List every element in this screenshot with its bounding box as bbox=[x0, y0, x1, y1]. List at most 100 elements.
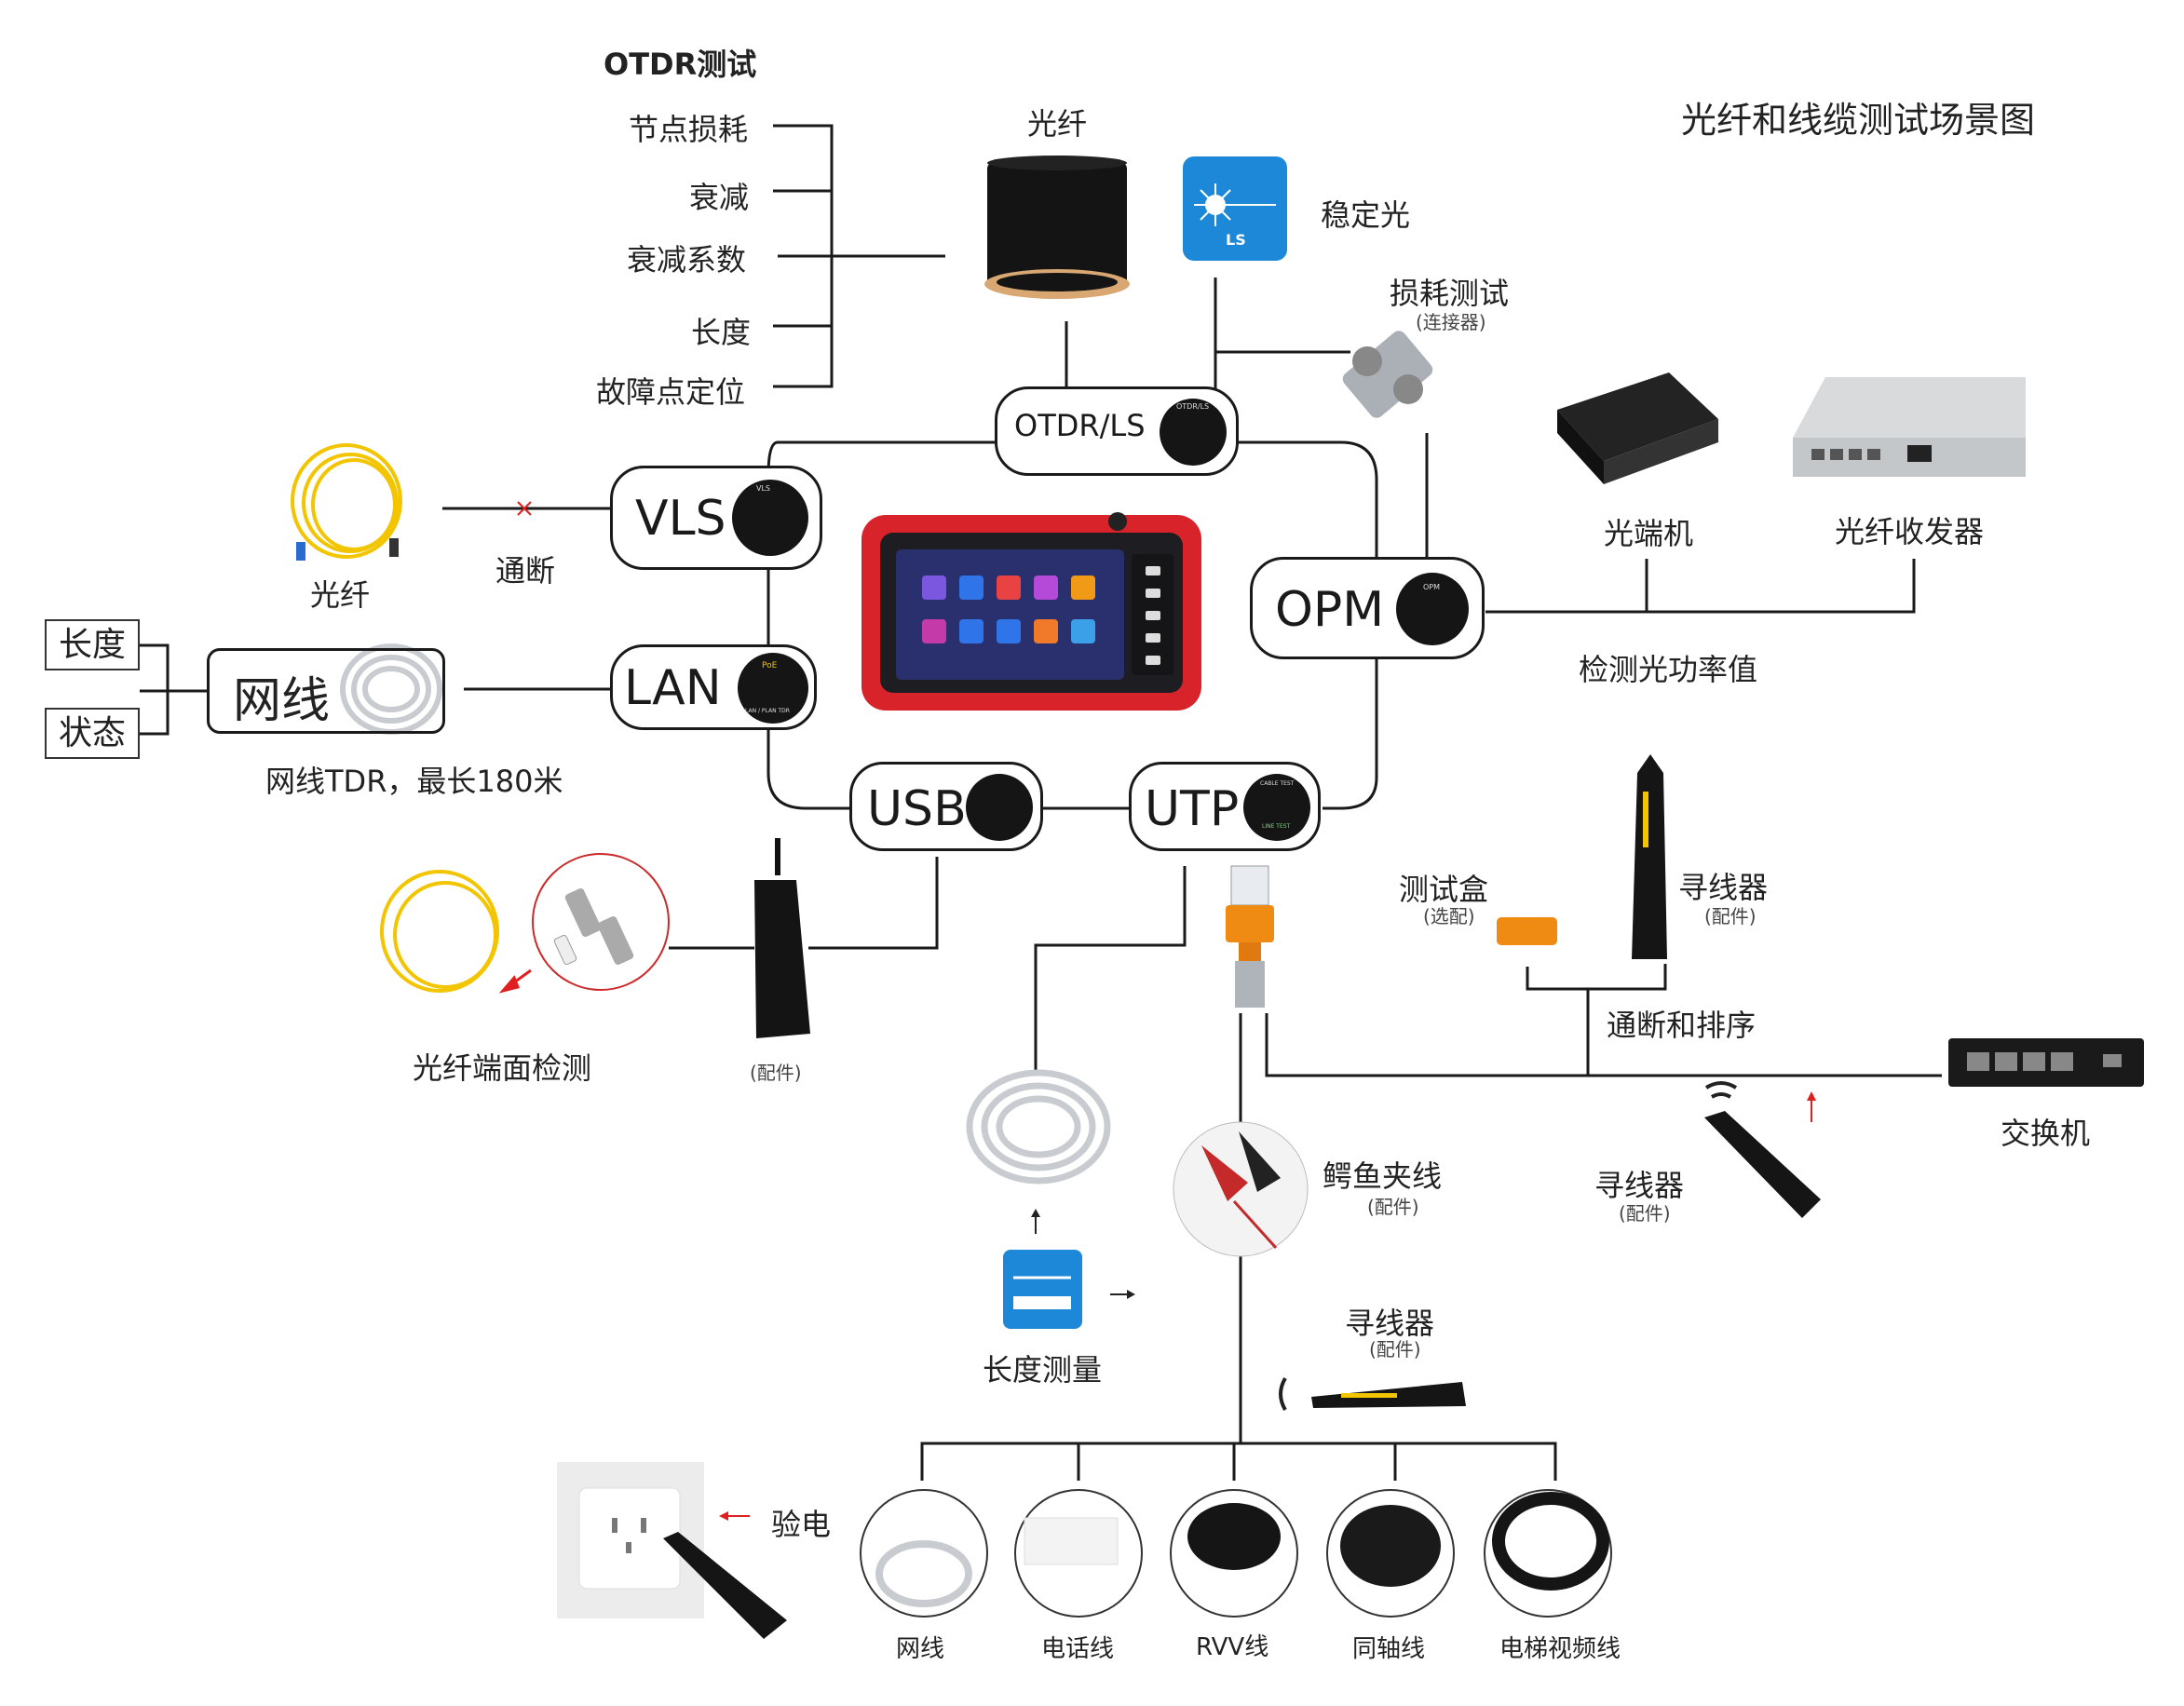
otdr-item-attenuation-coeff: 衰减系数 bbox=[627, 242, 747, 278]
otdr-ls-connector-icon bbox=[1160, 399, 1227, 466]
vls-fiber-label: 光纤 bbox=[310, 577, 371, 613]
tracer-top-sub: (配件) bbox=[1704, 905, 1757, 927]
alligator-label: 鳄鱼夹线 bbox=[1323, 1158, 1443, 1194]
light-source-label: 稳定光 bbox=[1321, 197, 1411, 233]
port-vls-label: VLS bbox=[635, 491, 726, 547]
fiber-spool-label: 光纤 bbox=[1027, 106, 1088, 142]
loss-test-label: 损耗测试 bbox=[1390, 276, 1510, 311]
red-up-arrow-icon bbox=[1807, 1091, 1816, 1122]
port-utp-label: UTP bbox=[1145, 781, 1240, 837]
up-arrow-icon bbox=[1031, 1209, 1040, 1234]
port-usb[interactable]: USB bbox=[849, 762, 1043, 851]
network-switch-image bbox=[1948, 1038, 2144, 1087]
tracer-bottom-sub: (配件) bbox=[1369, 1338, 1421, 1361]
port-vls[interactable]: VLS bbox=[610, 466, 822, 570]
length-measure-icon bbox=[1003, 1250, 1082, 1329]
endoscope-image bbox=[754, 838, 810, 1038]
otdr-item-node-loss: 节点损耗 bbox=[629, 112, 749, 147]
network-cable-label: 网线 bbox=[233, 673, 331, 729]
utp-port-icon bbox=[1243, 774, 1310, 841]
port-opm-label: OPM bbox=[1275, 582, 1385, 638]
opm-connector-icon bbox=[1396, 573, 1469, 645]
otdr-item-attenuation: 衰减 bbox=[689, 180, 750, 215]
otdr-ls-icon-text: OTDR/LS bbox=[1176, 402, 1210, 411]
length-measure-label: 长度测量 bbox=[983, 1352, 1103, 1388]
utp-icon-bottom: LINE TEST bbox=[1262, 823, 1291, 830]
fiber-endface-label: 光纤端面检测 bbox=[413, 1050, 592, 1086]
optical-terminal-label: 光端机 bbox=[1604, 516, 1694, 551]
port-otdr-ls[interactable]: OTDR/LS bbox=[995, 386, 1239, 476]
status-box: 状态 bbox=[45, 708, 140, 759]
tracer-top-label: 寻线器 bbox=[1678, 870, 1769, 905]
right-arrow-icon bbox=[1110, 1290, 1135, 1299]
tracer-mid-sub: (配件) bbox=[1619, 1202, 1671, 1225]
tester-box-sub: (选配) bbox=[1423, 905, 1475, 927]
cable-label-network: 网线 bbox=[896, 1635, 945, 1663]
loss-test-sub: (连接器) bbox=[1416, 311, 1486, 333]
endface-fiber-image bbox=[380, 870, 499, 993]
fiber-transceiver-label: 光纤收发器 bbox=[1835, 514, 1985, 549]
yellow-fiber-image bbox=[291, 443, 402, 559]
fiber-transceiver-image bbox=[1793, 377, 2026, 477]
otdr-item-fault-location: 故障点定位 bbox=[596, 374, 746, 410]
port-opm[interactable]: OPM bbox=[1250, 557, 1485, 659]
otdr-item-length: 长度 bbox=[691, 315, 752, 350]
connection-lines bbox=[140, 124, 1942, 1481]
voltage-test-label: 验电 bbox=[771, 1507, 832, 1542]
utp-icon-top: CABLE TEST bbox=[1260, 780, 1295, 787]
tracer-bottom-label: 寻线器 bbox=[1345, 1306, 1435, 1341]
port-lan[interactable]: LAN bbox=[610, 644, 817, 730]
cable-label-phone: 电话线 bbox=[1041, 1635, 1115, 1663]
fiber-adapter-image bbox=[1342, 331, 1433, 418]
optical-power-label: 检测光功率值 bbox=[1579, 652, 1758, 687]
lan-port-icon bbox=[738, 653, 808, 724]
fiber-connector-black bbox=[389, 538, 399, 557]
endoscope-accessory-label: (配件) bbox=[750, 1062, 802, 1084]
cable-label-coax: 同轴线 bbox=[1352, 1635, 1426, 1663]
otdr-heading: OTDR测试 bbox=[604, 47, 757, 82]
cable-images bbox=[860, 1489, 1612, 1618]
break-mark-icon bbox=[517, 501, 532, 516]
tester-box-image bbox=[1497, 917, 1557, 945]
usb-port-icon bbox=[966, 774, 1033, 841]
continuity-order-label: 通断和排序 bbox=[1607, 1008, 1757, 1043]
tracer-bottom-image bbox=[1279, 1376, 1466, 1412]
rj45-adapter-image bbox=[1226, 865, 1274, 1008]
app-tiles bbox=[922, 575, 1095, 643]
vls-connector-icon bbox=[732, 480, 808, 556]
cable-label-elevator: 电梯视频线 bbox=[1499, 1635, 1621, 1663]
lan-icon-poe: PoE bbox=[762, 661, 778, 670]
page-title: 光纤和线缆测试场景图 bbox=[1681, 100, 2036, 141]
light-source-icon bbox=[1183, 156, 1287, 261]
switch-label: 交换机 bbox=[2001, 1116, 2091, 1151]
vls-icon-text: VLS bbox=[756, 484, 771, 493]
port-lan-label: LAN bbox=[624, 660, 722, 716]
vls-continuity-label: 通断 bbox=[495, 553, 556, 589]
fiber-spool-image bbox=[984, 156, 1130, 299]
network-tdr-note: 网线TDR，最长180米 bbox=[265, 764, 563, 799]
gray-cable-coil-image bbox=[966, 1069, 1111, 1185]
tracer-top-image bbox=[1632, 754, 1667, 959]
opm-icon-text: OPM bbox=[1423, 583, 1441, 591]
network-cable-frame bbox=[207, 648, 445, 734]
red-arrow-icon bbox=[498, 968, 532, 994]
tracer-mid-image bbox=[1704, 1081, 1821, 1218]
alligator-clip-image bbox=[1173, 1121, 1309, 1257]
optical-terminal-image bbox=[1557, 372, 1718, 484]
port-usb-label: USB bbox=[867, 781, 967, 837]
red-left-arrow-icon bbox=[719, 1511, 750, 1521]
wall-socket-image bbox=[557, 1462, 787, 1639]
tracer-mid-label: 寻线器 bbox=[1594, 1168, 1685, 1203]
tester-box-label: 测试盒 bbox=[1399, 872, 1489, 907]
fiber-connector-blue bbox=[296, 542, 305, 561]
lan-icon-bottom: LAN / PLAN TDR bbox=[745, 708, 790, 714]
ls-badge: LS bbox=[1226, 231, 1246, 249]
port-utp[interactable]: UTP bbox=[1129, 762, 1321, 851]
length-box: 长度 bbox=[45, 619, 140, 670]
endface-magnifier-image bbox=[532, 853, 670, 991]
tester-device bbox=[861, 512, 1201, 711]
alligator-sub: (配件) bbox=[1367, 1196, 1419, 1218]
cable-label-rvv: RVV线 bbox=[1196, 1633, 1269, 1661]
port-otdr-ls-label: OTDR/LS bbox=[1014, 408, 1146, 443]
